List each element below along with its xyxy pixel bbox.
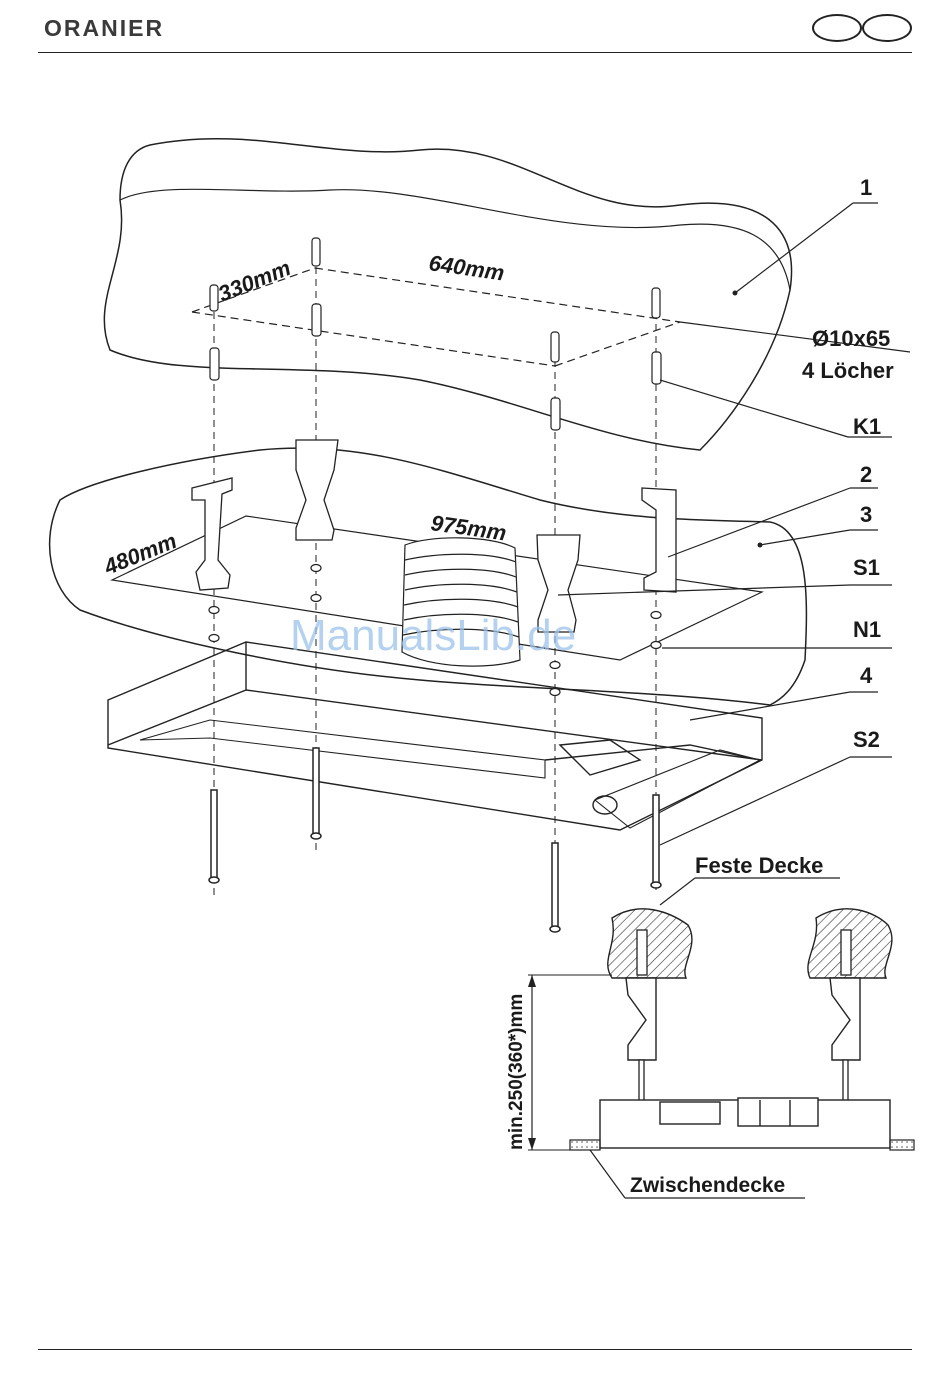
watermark: ManualsLib.de xyxy=(290,611,576,660)
ceiling-slab xyxy=(104,139,791,450)
detail-brackets xyxy=(626,978,860,1060)
callout-s1: S1 xyxy=(853,555,880,580)
height-arrow-bottom xyxy=(528,1138,536,1150)
callout-2: 2 xyxy=(860,462,872,487)
feste-decke-leader xyxy=(660,878,695,905)
height-arrow-top xyxy=(528,975,536,987)
callout-dot-1 xyxy=(733,291,738,296)
hood-body xyxy=(108,642,762,830)
zwischendecke-leader xyxy=(590,1150,625,1198)
leader-lines xyxy=(558,203,892,845)
detail-hood xyxy=(600,1098,890,1148)
callout-dot-3 xyxy=(758,543,763,548)
dimension-330: 330mm xyxy=(215,255,295,307)
callout-hole-spec: Ø10x65 xyxy=(812,326,890,351)
callout-hole-count: 4 Löcher xyxy=(802,358,894,383)
detail-section: Feste Decke m xyxy=(506,853,914,1198)
solid-ceiling-left xyxy=(608,909,692,978)
callout-1: 1 xyxy=(860,175,872,200)
callout-k1: K1 xyxy=(853,414,881,439)
callout-4: 4 xyxy=(860,663,873,688)
callout-n1: N1 xyxy=(853,617,881,642)
dimension-640: 640mm xyxy=(427,250,506,285)
label-min-height: min.250(360*)mm xyxy=(506,994,527,1150)
callout-3: 3 xyxy=(860,502,872,527)
callout-s2: S2 xyxy=(853,727,880,752)
label-zwischendecke: Zwischendecke xyxy=(630,1174,785,1197)
label-feste-decke: Feste Decke xyxy=(695,853,823,878)
dimension-480: 480mm xyxy=(100,528,181,580)
